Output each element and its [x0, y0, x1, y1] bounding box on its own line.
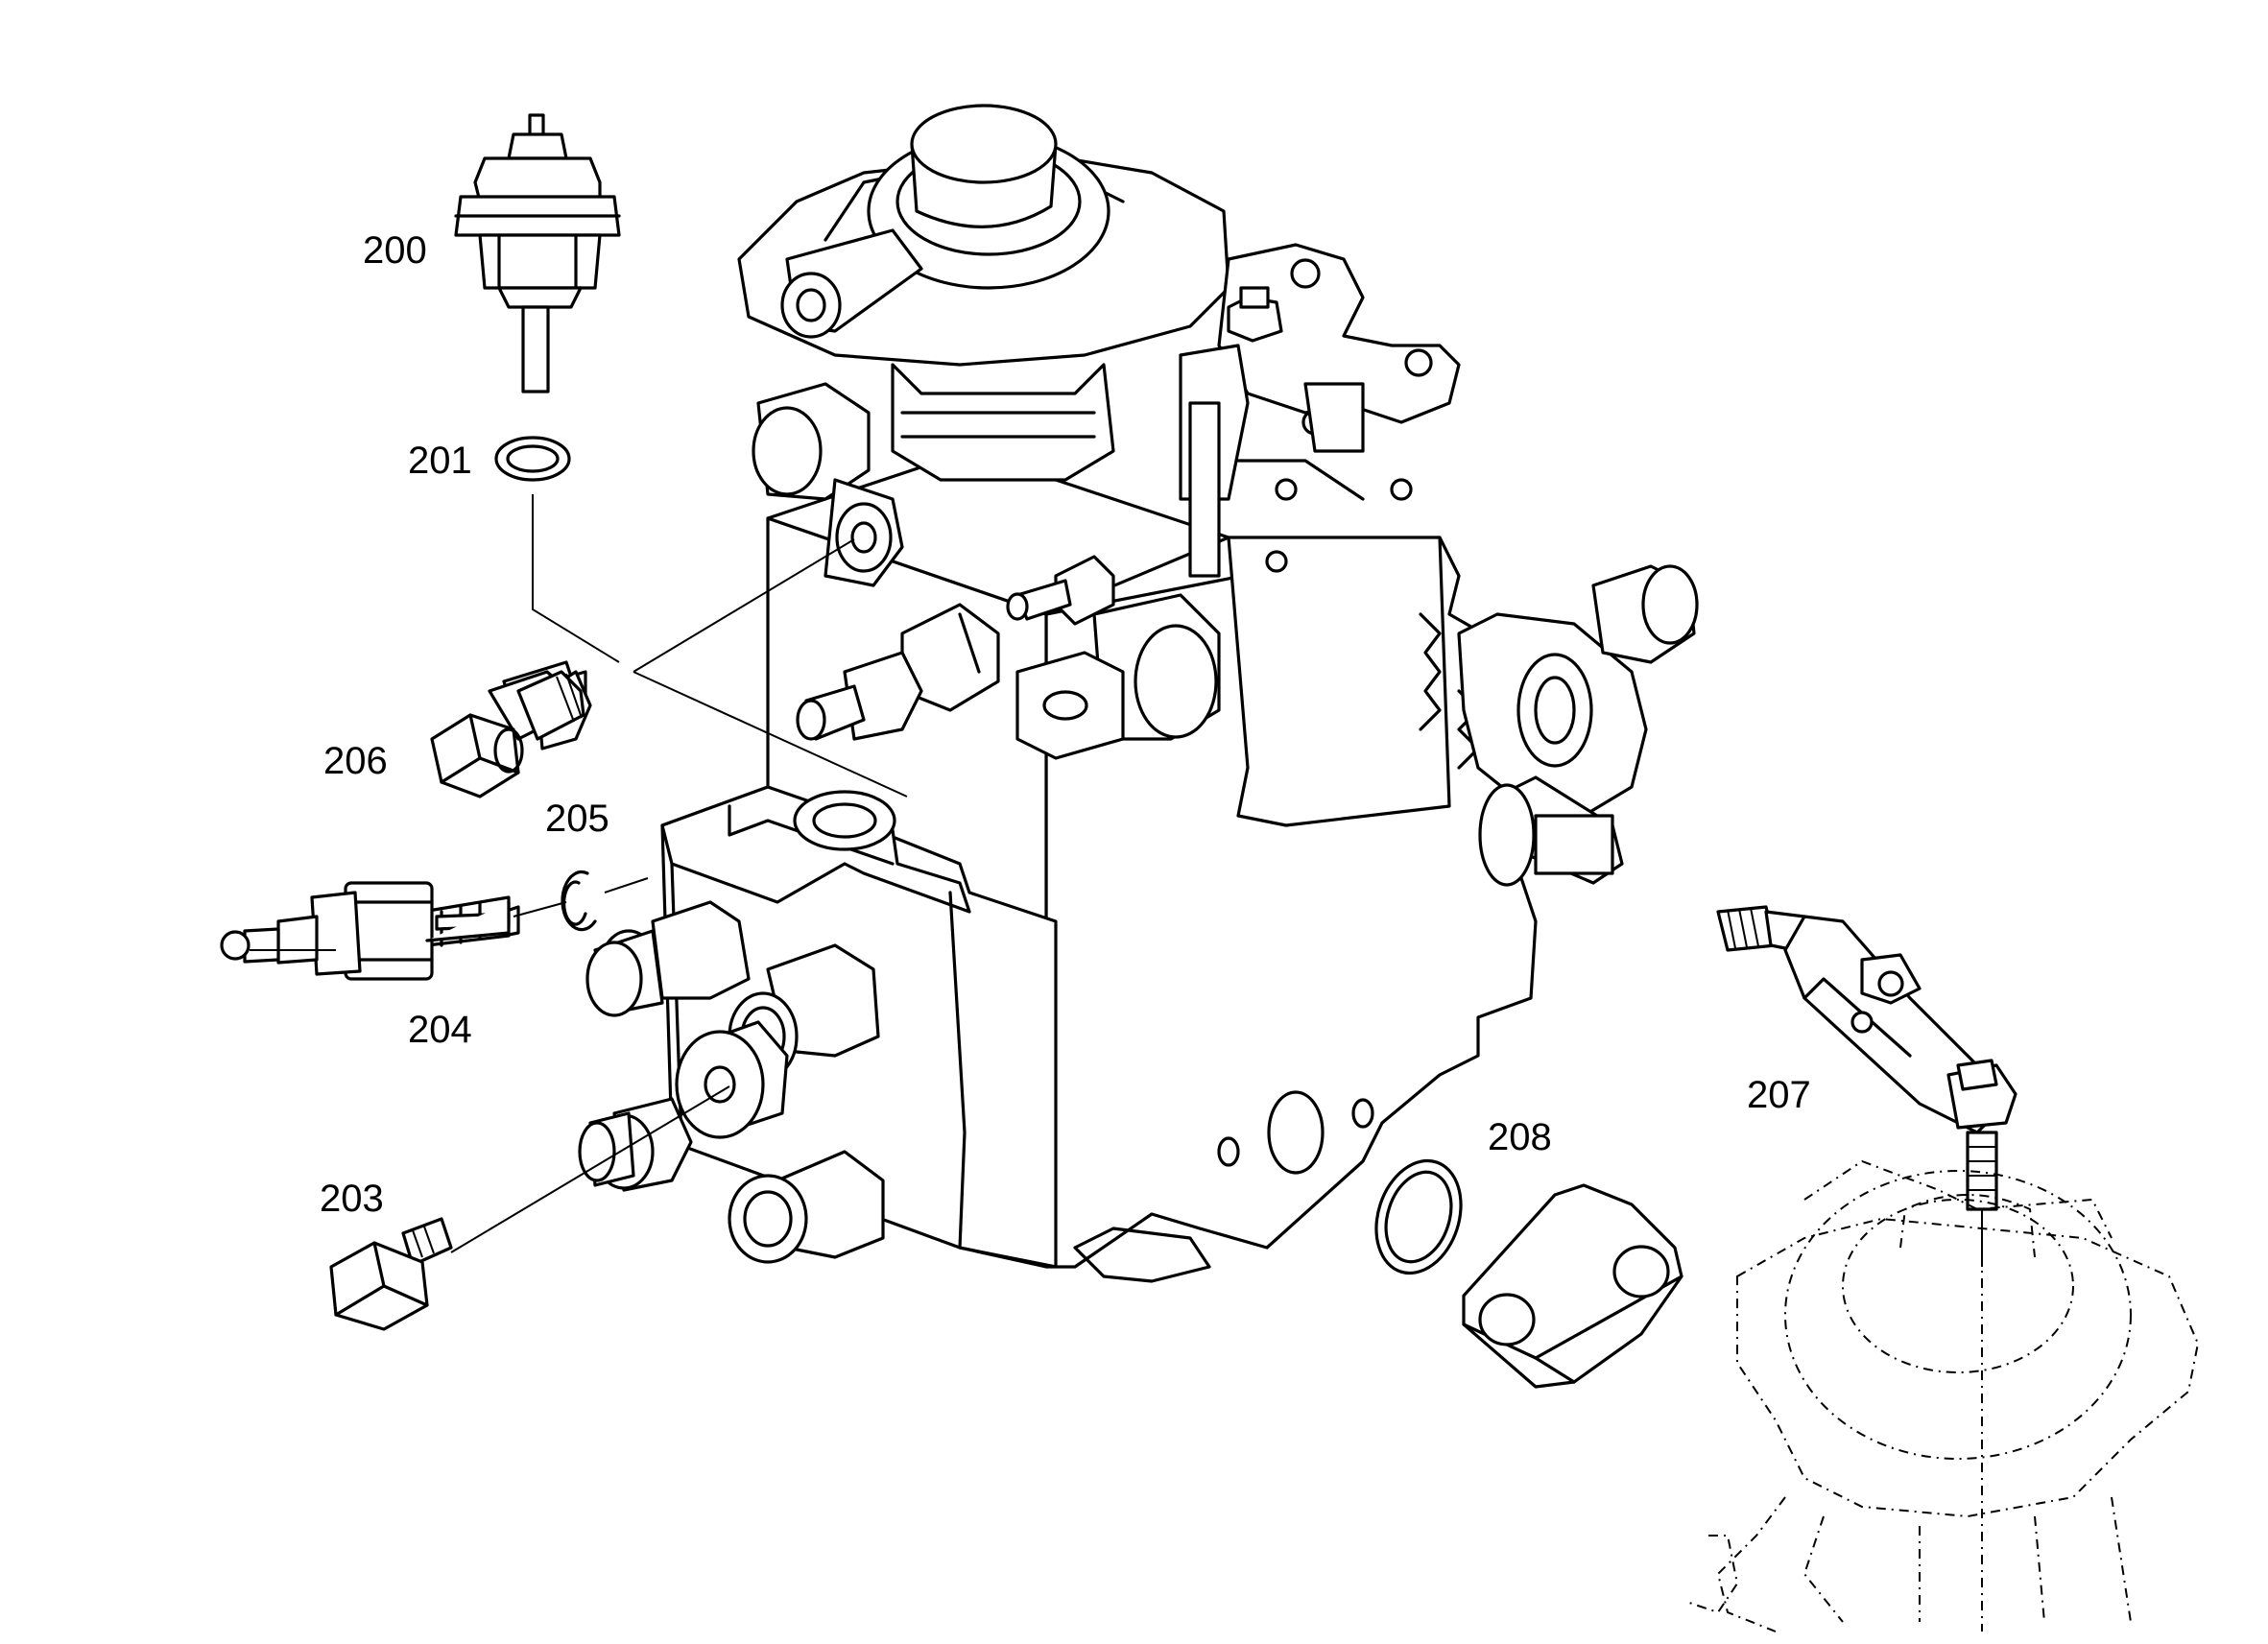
cover-plate [1462, 1183, 1683, 1389]
leader-lines [250, 494, 1983, 1267]
callout-201: 201 [408, 440, 472, 482]
part-203-bolt [329, 1217, 453, 1331]
callout-208: 208 [1488, 1116, 1552, 1158]
callout-200: 200 [363, 229, 427, 272]
callout-207: 207 [1747, 1074, 1811, 1116]
callout-204: 204 [408, 1009, 472, 1051]
callout-205: 205 [545, 798, 609, 840]
part-205-snap-ring [561, 870, 597, 932]
part-204-plug [220, 881, 520, 981]
part-206-banjo-bolt [430, 660, 592, 798]
hydraulic-head [578, 785, 1058, 1269]
callout-206: 206 [323, 740, 388, 782]
part-200-valve [454, 113, 621, 393]
phantom-pump-outline [1688, 1159, 2200, 1632]
injection-pump-body [737, 104, 1699, 1283]
part-201-washer [494, 436, 571, 482]
part-207-lever [1716, 905, 2017, 1211]
part-208-o-ring [1374, 1158, 1463, 1275]
callout-203: 203 [320, 1178, 384, 1220]
